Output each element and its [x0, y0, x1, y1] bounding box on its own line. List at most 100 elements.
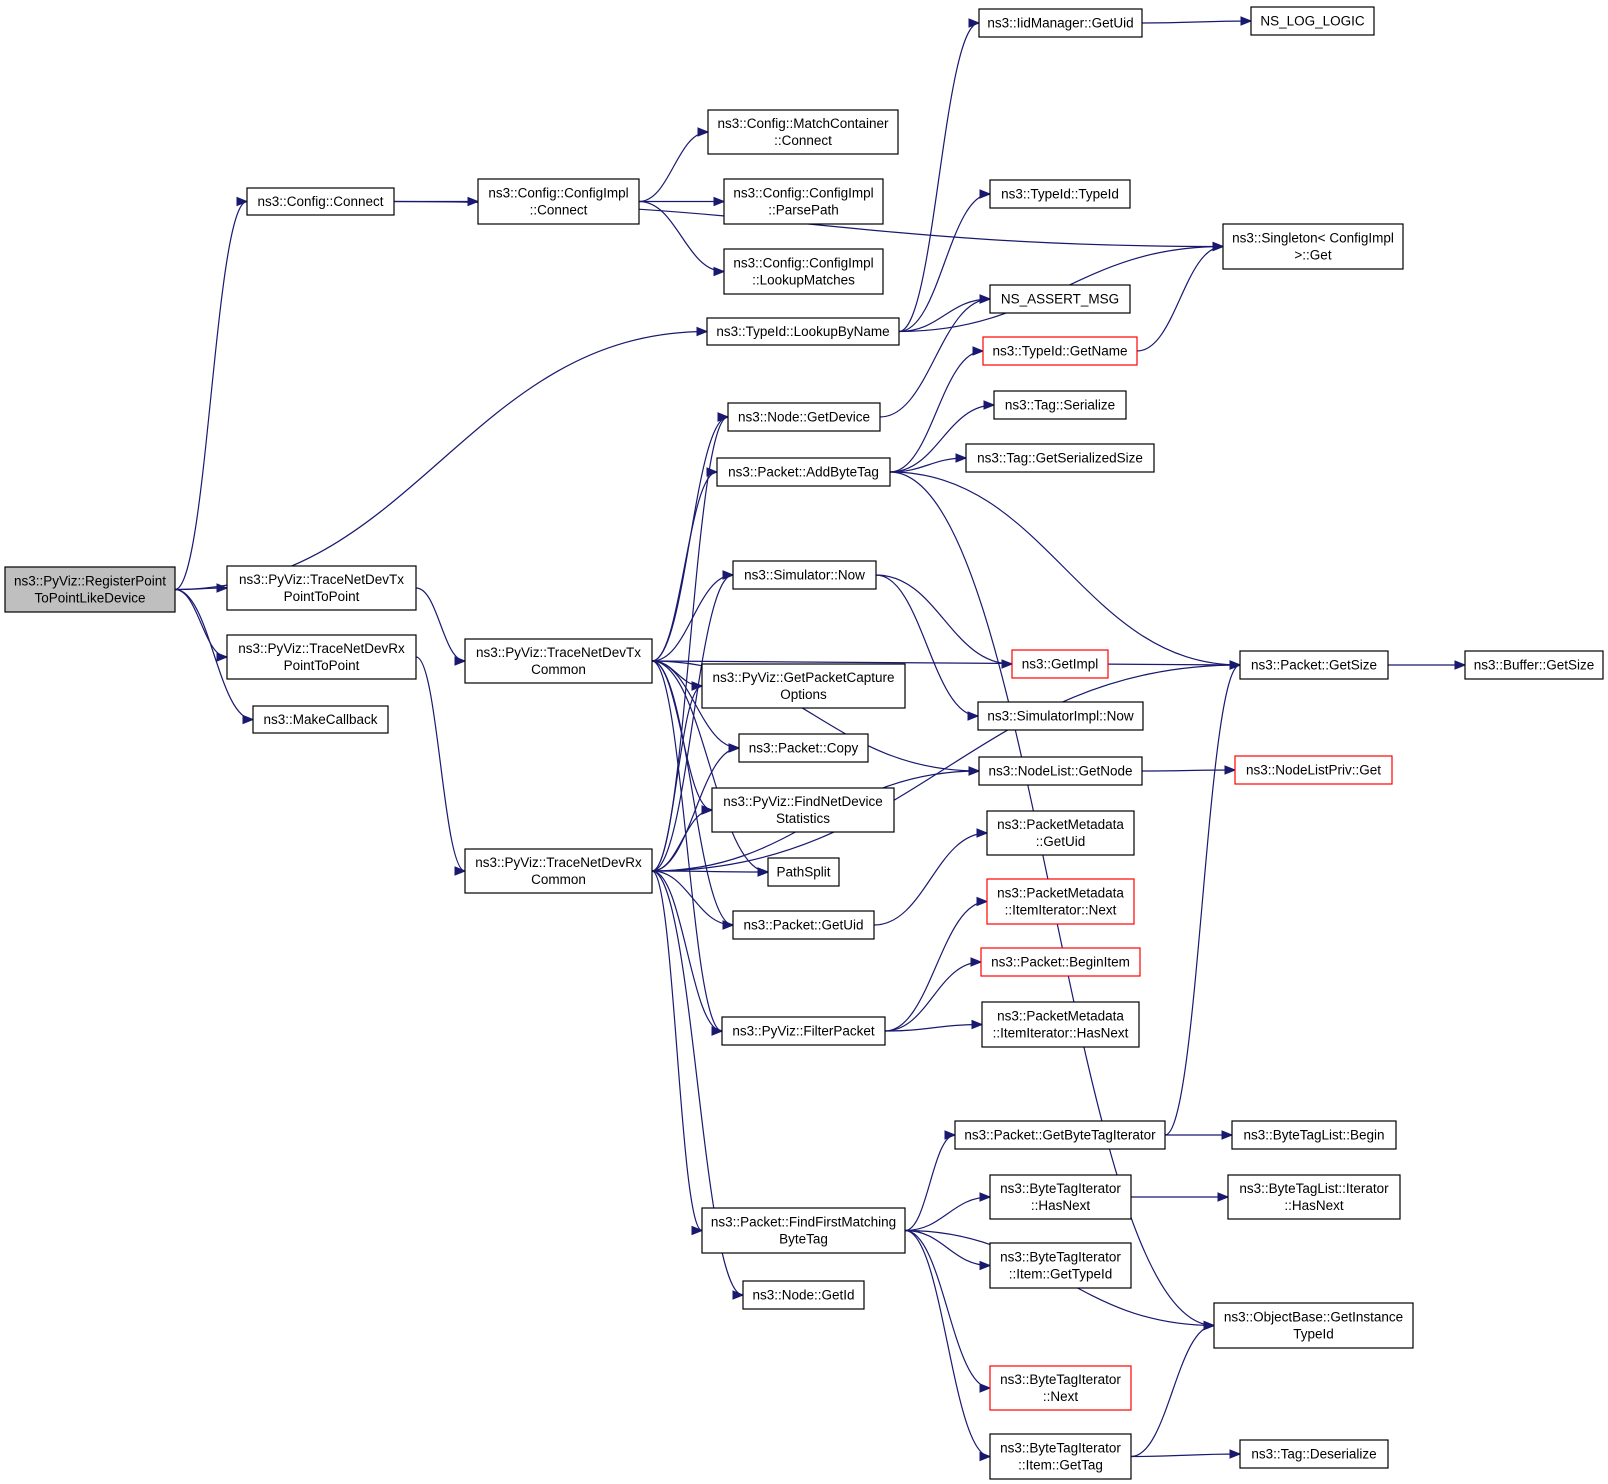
node-label: ::Connect — [530, 203, 588, 218]
node-label: ns3::Singleton< ConfigImpl — [1232, 231, 1394, 246]
function-node-n13[interactable]: ns3::Node::GetDevice — [727, 402, 881, 432]
node-box — [1250, 6, 1375, 36]
function-node-n49[interactable]: ns3::Tag::Deserialize — [1239, 1439, 1389, 1469]
function-node-n7[interactable]: ns3::TypeId::LookupByName — [706, 317, 900, 346]
node-label: ::HasNext — [1284, 1198, 1344, 1213]
function-node-n39[interactable]: ns3::ByteTagIterator::Item::GetTypeId — [989, 1242, 1132, 1289]
function-node-n44[interactable]: ns3::Packet::GetSize — [1239, 650, 1389, 680]
call-edge-n38-n47 — [1131, 1192, 1230, 1202]
arrowhead-icon — [976, 896, 989, 907]
call-edge-n1-n7 — [174, 326, 709, 591]
function-node-n45[interactable]: ns3::NodeListPriv::Get — [1234, 755, 1393, 785]
node-label: ns3::Config::ConfigImpl — [488, 186, 628, 201]
node-label: PathSplit — [776, 865, 830, 880]
node-label: ns3::Config::ConfigImpl — [733, 256, 873, 271]
edge-line — [174, 588, 254, 721]
function-node-n5[interactable]: ns3::MakeCallback — [252, 705, 389, 734]
function-node-n21[interactable]: ns3::PyViz::FilterPacket — [721, 1016, 886, 1046]
function-node-n11[interactable]: ns3::Config::ConfigImpl::ParsePath — [723, 178, 884, 225]
function-node-n25[interactable]: ns3::TypeId::TypeId — [989, 179, 1131, 209]
function-node-n40[interactable]: ns3::ByteTagIterator::Next — [989, 1365, 1132, 1411]
function-node-n1[interactable]: ns3::PyViz::RegisterPointToPointLikeDevi… — [4, 566, 176, 613]
node-box — [989, 284, 1131, 314]
node-label: ToPointLikeDevice — [34, 591, 145, 606]
function-node-n43[interactable]: ns3::Singleton< ConfigImpl >::Get — [1222, 223, 1404, 270]
node-label: ns3::ObjectBase::GetInstance — [1224, 1310, 1403, 1325]
node-box — [978, 8, 1143, 38]
node-box — [981, 1001, 1140, 1048]
arrowhead-icon — [1217, 1192, 1230, 1202]
function-node-n36[interactable]: ns3::PacketMetadata::ItemIterator::HasNe… — [981, 1001, 1140, 1048]
function-node-n17[interactable]: ns3::Packet::Copy — [738, 733, 869, 763]
function-node-n41[interactable]: ns3::ByteTagIterator::Item::GetTag — [989, 1433, 1132, 1480]
function-node-n12[interactable]: ns3::Config::ConfigImpl::LookupMatches — [723, 248, 884, 295]
function-node-n33[interactable]: ns3::PacketMetadata::GetUid — [986, 810, 1135, 856]
function-node-n27[interactable]: ns3::TypeId::GetName — [982, 336, 1138, 366]
edge-line — [651, 471, 718, 662]
node-box — [1213, 1302, 1414, 1349]
node-label: ns3::TypeId::LookupByName — [716, 324, 889, 339]
call-edge-n41-n48 — [1130, 1320, 1216, 1458]
function-node-n15[interactable]: ns3::Simulator::Now — [732, 560, 877, 590]
node-box — [738, 733, 869, 763]
function-node-n50[interactable]: ns3::Buffer::GetSize — [1464, 650, 1604, 680]
node-box — [252, 705, 389, 734]
edge-line — [651, 870, 734, 926]
arrowhead-icon — [711, 1026, 724, 1036]
edge-line — [875, 574, 1013, 665]
node-box — [1227, 1174, 1401, 1220]
node-box — [989, 1174, 1132, 1220]
function-node-n46[interactable]: ns3::ByteTagList::Begin — [1231, 1120, 1397, 1150]
arrowhead-icon — [713, 196, 726, 207]
arrowhead-icon — [979, 1192, 992, 1202]
function-node-n38[interactable]: ns3::ByteTagIterator::HasNext — [989, 1174, 1132, 1220]
edge-line — [904, 1229, 991, 1267]
node-label: ns3::SimulatorImpl::Now — [987, 709, 1134, 724]
function-node-n26[interactable]: NS_ASSERT_MSG — [989, 284, 1131, 314]
call-edge-n21-n35 — [884, 957, 983, 1032]
arrowhead-icon — [697, 127, 710, 137]
function-node-n32[interactable]: ns3::NodeList::GetNode — [978, 756, 1143, 786]
arrowhead-icon — [1221, 1130, 1234, 1140]
function-node-n28[interactable]: ns3::Tag::Serialize — [993, 390, 1127, 420]
edge-line — [1164, 664, 1241, 1136]
call-edge-n14-n29 — [889, 453, 968, 473]
function-node-n42[interactable]: NS_LOG_LOGIC — [1250, 6, 1375, 36]
function-node-n6[interactable]: ns3::Config::ConfigImpl::Connect — [477, 178, 640, 225]
function-node-n30[interactable]: ns3::GetImpl — [1011, 649, 1109, 679]
function-node-n2[interactable]: ns3::Config::Connect — [246, 187, 395, 216]
node-box — [464, 638, 653, 684]
function-node-n24[interactable]: ns3::IidManager::GetUid — [978, 8, 1143, 38]
function-node-n37[interactable]: ns3::Packet::GetByteTagIterator — [954, 1120, 1166, 1150]
arrowhead-icon — [454, 866, 467, 876]
node-label: ::ItemIterator::Next — [1005, 903, 1117, 918]
node-label: NS_ASSERT_MSG — [1001, 292, 1119, 307]
call-edge-n1-n4 — [174, 588, 229, 662]
function-node-n14[interactable]: ns3::Packet::AddByteTag — [716, 457, 891, 487]
call-edge-n9-n21 — [651, 870, 724, 1036]
function-node-n20[interactable]: ns3::Packet::GetUid — [732, 910, 875, 940]
node-box — [246, 187, 395, 216]
node-label: ns3::PyViz::TraceNetDevRx — [475, 855, 642, 870]
function-node-n23[interactable]: ns3::Node::GetId — [742, 1280, 865, 1310]
function-node-n35[interactable]: ns3::Packet::BeginItem — [980, 947, 1141, 977]
function-node-n19[interactable]: PathSplit — [767, 857, 840, 887]
function-node-n10[interactable]: ns3::Config::MatchContainer::Connect — [707, 109, 899, 155]
function-node-n29[interactable]: ns3::Tag::GetSerializedSize — [965, 443, 1155, 473]
arrowhead-icon — [722, 570, 735, 580]
call-edge-n27-n43 — [1136, 241, 1225, 352]
edge-line — [898, 298, 991, 333]
function-node-n31[interactable]: ns3::SimulatorImpl::Now — [977, 701, 1144, 731]
function-node-n34[interactable]: ns3::PacketMetadata::ItemIterator::Next — [986, 878, 1135, 925]
edge-line — [651, 664, 1241, 872]
function-node-n47[interactable]: ns3::ByteTagList::Iterator::HasNext — [1227, 1174, 1401, 1220]
node-label: ns3::Packet::BeginItem — [991, 955, 1130, 970]
